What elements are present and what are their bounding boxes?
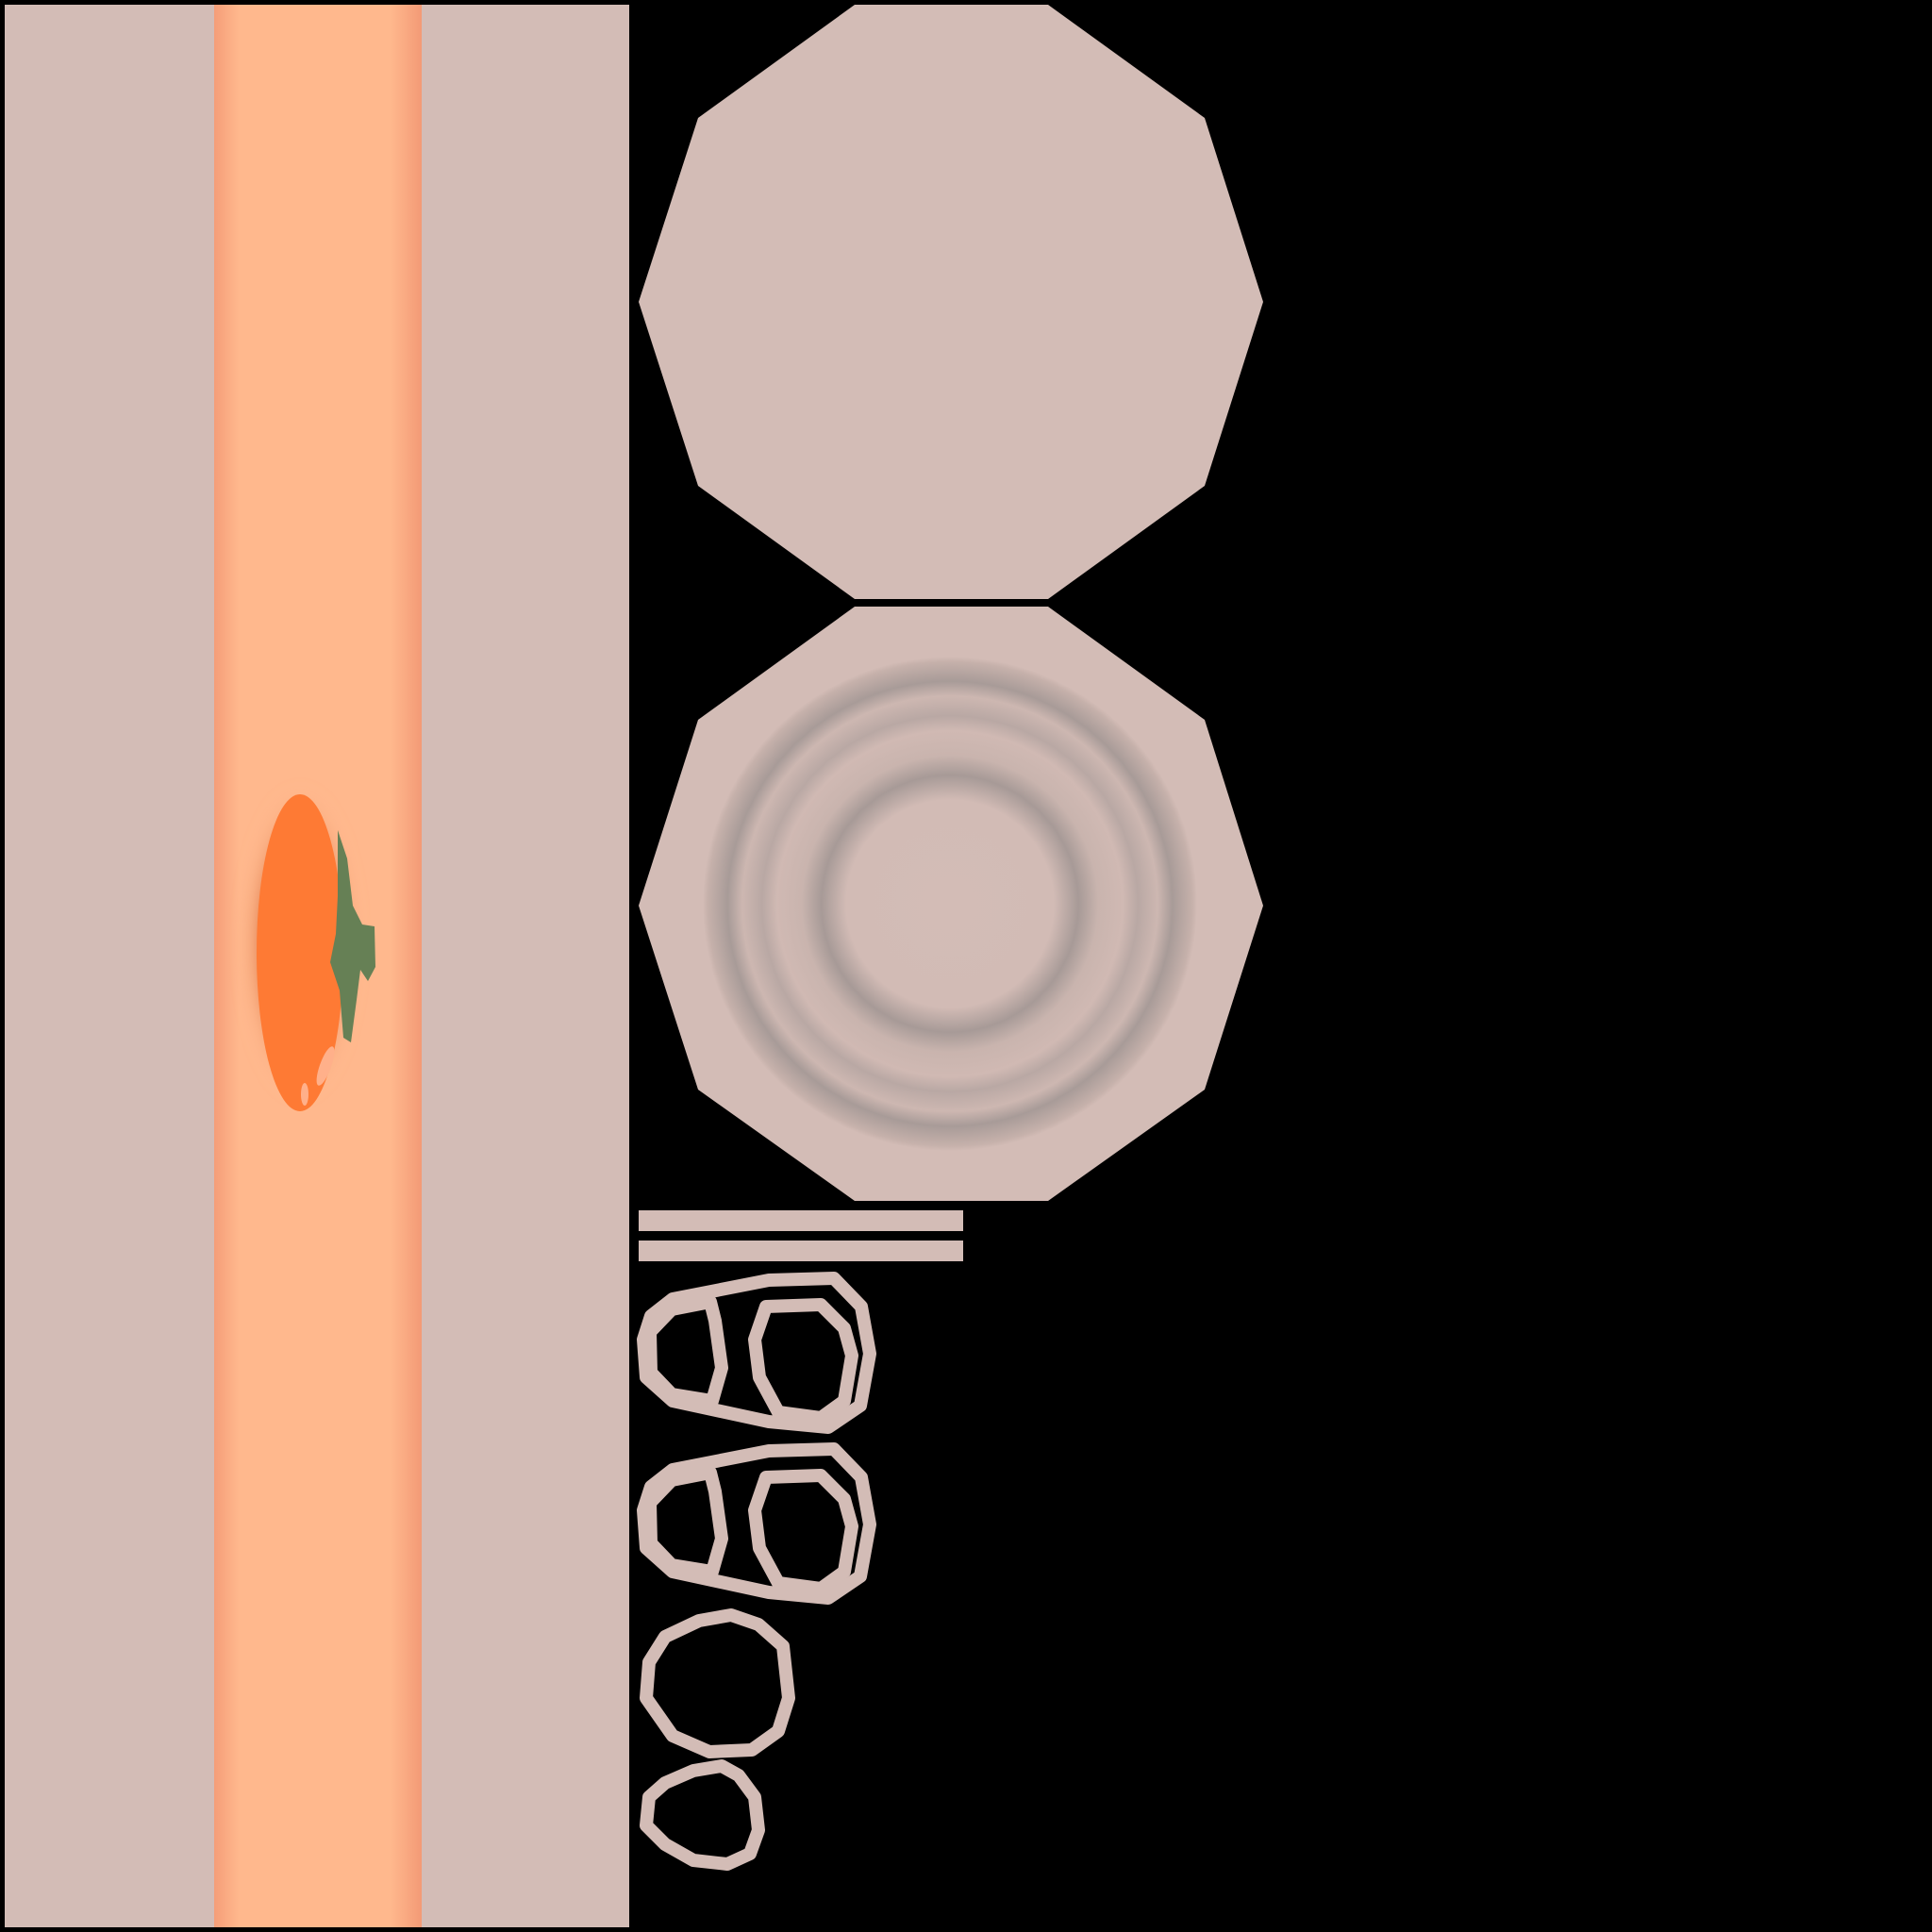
tomato-body	[257, 794, 343, 1111]
side-panel-right	[422, 5, 629, 1927]
tomato-leaf-icon	[330, 830, 375, 1042]
rim-strip-top	[639, 1210, 963, 1231]
rim-strips	[639, 1210, 963, 1261]
pull-tab-front	[637, 1272, 876, 1434]
bottom-ring-gradient	[703, 657, 1197, 1151]
side-panel-left	[5, 5, 214, 1927]
can-top-plain	[639, 5, 1263, 599]
rim-strip-bottom	[639, 1241, 963, 1261]
rivet-ring-small	[640, 1759, 765, 1871]
tomato-highlight-small	[301, 1083, 308, 1106]
can-bottom-ridged	[639, 607, 1263, 1201]
tomato-highlight	[316, 1046, 335, 1086]
rivet-ring-large	[640, 1608, 795, 1758]
pull-tab-back	[637, 1442, 876, 1605]
can-side-wrap	[5, 5, 629, 1927]
tomato-logo	[242, 788, 375, 1111]
